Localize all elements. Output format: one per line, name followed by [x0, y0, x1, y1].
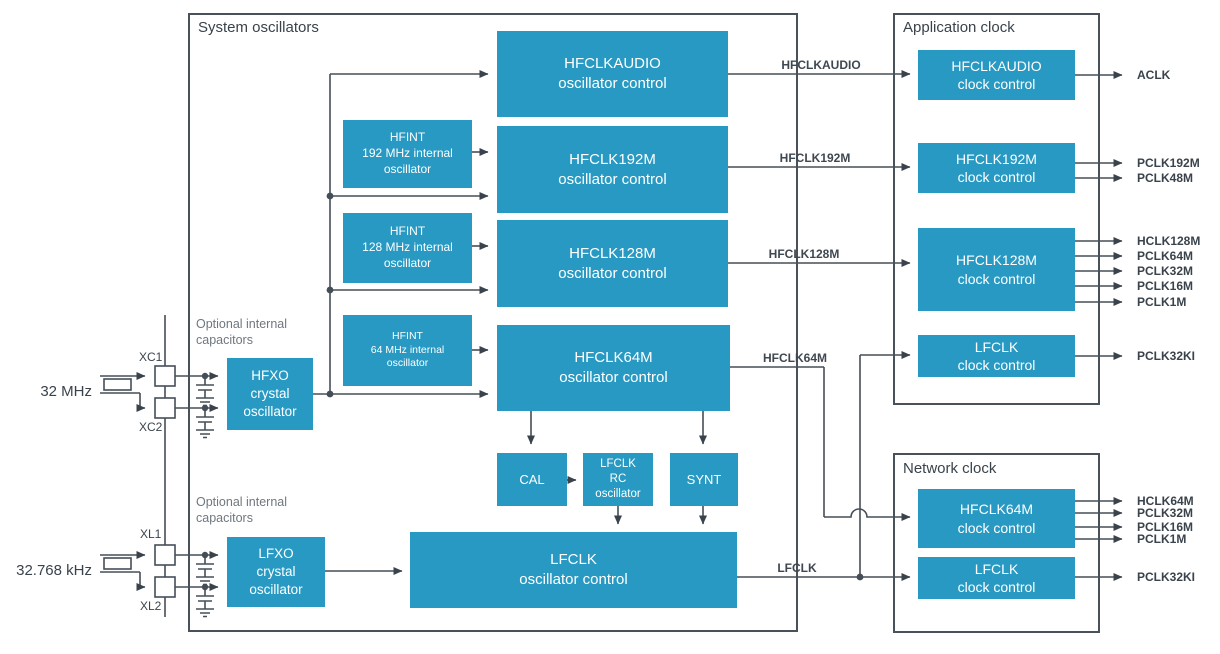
panel-application-clock — [893, 13, 1100, 405]
block-lfclk-clock-control-net: LFCLK clock control — [918, 557, 1075, 599]
wire-sig-lfclk-app — [859, 355, 910, 577]
label-out-pclk1m: PCLK1M — [1137, 295, 1187, 309]
label-out-pclk16m: PCLK16M — [1137, 279, 1194, 293]
label-out-pclk32m: PCLK32M — [1137, 264, 1194, 278]
block-cal: CAL — [497, 453, 567, 506]
panel-network-clock — [893, 453, 1100, 633]
label-pin-xl1: XL1 — [140, 527, 162, 541]
label-32mhz-crystal: 32 MHz — [40, 383, 92, 400]
block-hfclk128m-osc-control: HFCLK128M oscillator control — [497, 220, 728, 307]
label-signal-hfclkaudio: HFCLKAUDIO — [781, 58, 861, 72]
pin-box-xl2 — [154, 576, 176, 598]
note-optional-internal-capacitors-lf: Optional internal capacitors — [196, 495, 288, 526]
block-lfclk-clock-control-app: LFCLK clock control — [918, 335, 1075, 377]
label-pin-xl2: XL2 — [140, 599, 162, 613]
label-out-pclk32m-net: PCLK32M — [1137, 506, 1194, 520]
label-signal-hfclk64m: HFCLK64M — [762, 351, 827, 365]
pin-box-xc2 — [154, 397, 176, 419]
block-hfclk64m-osc-control: HFCLK64M oscillator control — [497, 325, 730, 411]
label-out-hclk128m: HCLK128M — [1137, 234, 1201, 248]
label-out-hclk64m: HCLK64M — [1137, 494, 1194, 508]
label-out-aclk: ACLK — [1137, 68, 1171, 82]
label-out-pclk192m: PCLK192M — [1137, 156, 1200, 170]
label-out-pclk48m: PCLK48M — [1137, 171, 1194, 185]
label-pin-xc2: XC2 — [139, 420, 163, 434]
note-optional-internal-capacitors-hf: Optional internal capacitors — [196, 317, 288, 348]
label-pin-xc1: XC1 — [139, 350, 163, 364]
junction-dots — [201, 192, 864, 591]
hf-crystal-symbol — [100, 372, 145, 408]
block-hfint128: HFINT 128 MHz internal oscillator — [343, 213, 472, 283]
block-hfclk192m-osc-control: HFCLK192M oscillator control — [497, 126, 728, 213]
panel-title-network: Network clock — [903, 460, 997, 477]
block-hfint64: HFINT 64 MHz internal oscillator — [343, 315, 472, 386]
pin-box-xc1 — [154, 365, 176, 387]
label-out-pclk32ki-net: PCLK32KI — [1137, 570, 1196, 584]
block-hfint192: HFINT 192 MHz internal oscillator — [343, 120, 472, 188]
block-hfclk64m-clock-control: HFCLK64M clock control — [918, 489, 1075, 548]
label-signal-hfclk192m: HFCLK192M — [779, 151, 851, 165]
label-out-pclk32ki-app: PCLK32KI — [1137, 349, 1196, 363]
panel-title-system: System oscillators — [198, 19, 319, 36]
block-hfxo: HFXO crystal oscillator — [227, 358, 313, 430]
block-hfclkaudio-osc-control: HFCLKAUDIO oscillator control — [497, 31, 728, 117]
lf-capacitor-2 — [196, 587, 214, 618]
panel-system-oscillators — [188, 13, 798, 632]
block-hfclk128m-clock-control: HFCLK128M clock control — [918, 228, 1075, 311]
hf-capacitor-1 — [196, 376, 214, 407]
block-synt: SYNT — [670, 453, 738, 506]
wire-sig-hfclk64m — [730, 366, 910, 517]
lf-crystal-symbol — [100, 551, 145, 587]
block-lfclk-rc-oscillator: LFCLK RC oscillator — [583, 453, 653, 506]
lf-capacitor-1 — [196, 555, 214, 586]
label-32768khz-crystal: 32.768 kHz — [16, 562, 92, 579]
panel-title-application: Application clock — [903, 19, 1015, 36]
label-out-pclk64m: PCLK64M — [1137, 249, 1194, 263]
label-out-pclk16m-net: PCLK16M — [1137, 520, 1194, 534]
block-hfclk192m-clock-control: HFCLK192M clock control — [918, 143, 1075, 193]
block-hfclkaudio-clock-control: HFCLKAUDIO clock control — [918, 50, 1075, 100]
block-lfxo: LFXO crystal oscillator — [227, 537, 325, 607]
hf-capacitor-2 — [196, 408, 214, 439]
label-out-pclk1m-net: PCLK1M — [1137, 532, 1187, 546]
block-lfclk-osc-control: LFCLK oscillator control — [410, 532, 737, 608]
pin-box-xl1 — [154, 544, 176, 566]
label-signal-lfclk: LFCLK — [777, 561, 817, 575]
label-signal-hfclk128m: HFCLK128M — [768, 247, 840, 261]
